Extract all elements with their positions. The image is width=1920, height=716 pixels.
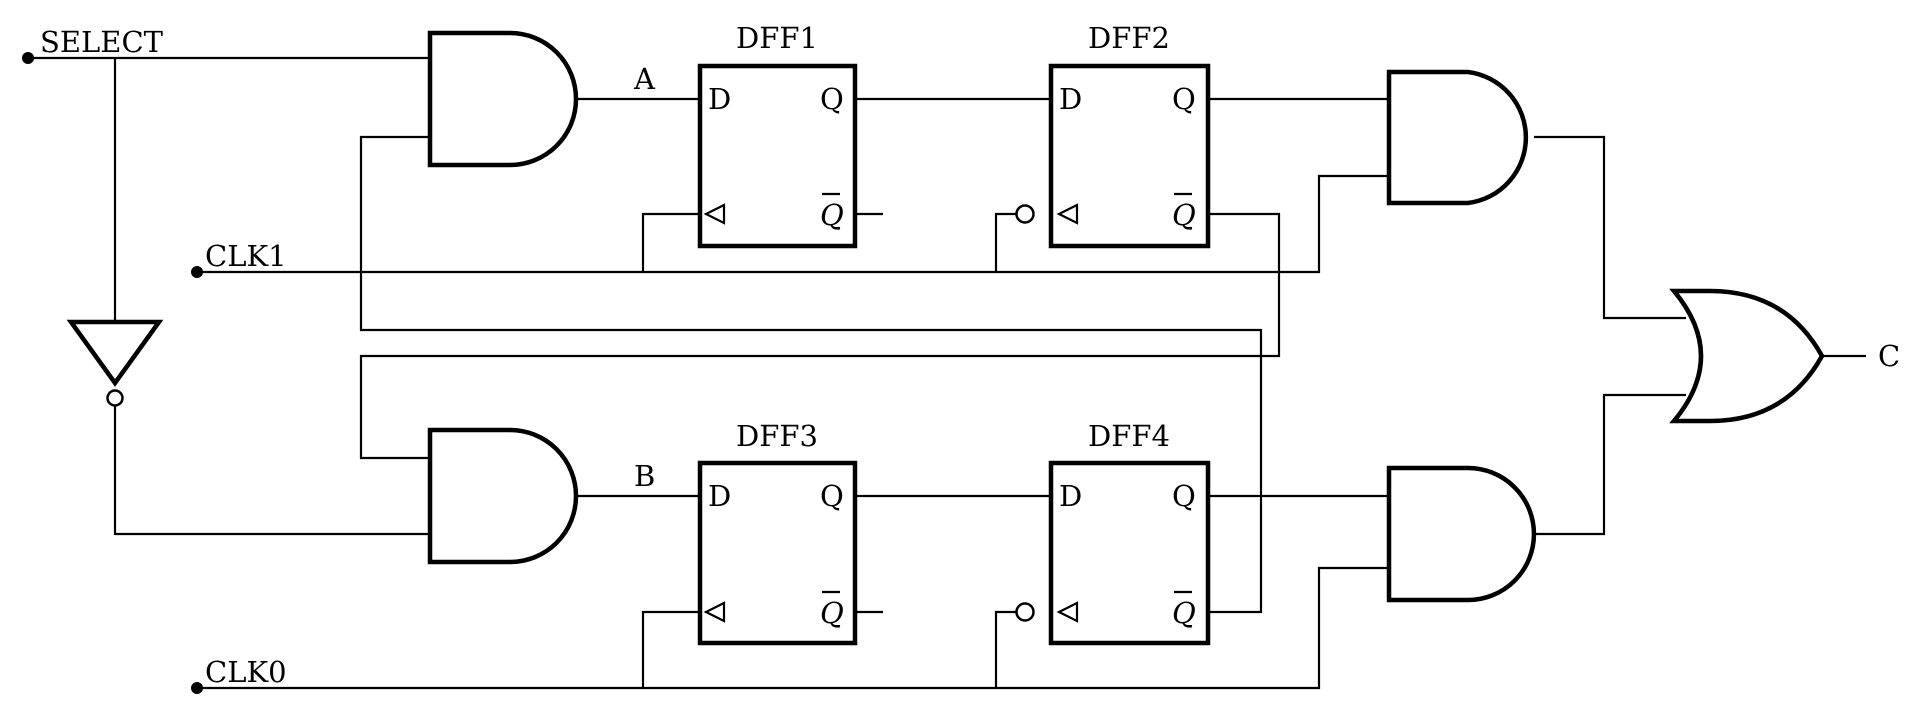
output-c-label: C: [1878, 339, 1900, 373]
wire-dff4-qbar-to-top-and: [359, 135, 1263, 614]
dff1: DFF1 D Q Q: [697, 21, 858, 249]
dff1-title: DFF1: [736, 21, 818, 55]
wire-clk0-to-dff4: [994, 610, 1016, 688]
and-gate-top-left: [427, 30, 579, 168]
dff1-clock-triangle-icon: [703, 203, 726, 225]
not-gate: [66, 319, 164, 407]
dff3-d-pin: D: [708, 479, 731, 513]
clk0-input-label: CLK0: [205, 655, 287, 689]
wire-clk1: [197, 174, 1389, 274]
dff2-qbar-pin: Q: [1172, 198, 1196, 232]
or-gate: [1669, 288, 1825, 424]
dff4-clock-bubble-icon: [1015, 602, 1035, 622]
dff4-q-pin: Q: [1172, 479, 1196, 513]
dff3-qbar-pin: Q: [820, 596, 844, 630]
dff3-q-pin: Q: [820, 479, 844, 513]
signal-a-label: A: [633, 62, 656, 96]
wire-clk0-to-dff3: [641, 610, 700, 688]
dff4-qbar-pin: Q: [1172, 596, 1196, 630]
wire-top-and-to-or: [1534, 135, 1686, 320]
wire-inverter-to-and: [113, 398, 430, 536]
dff2-q-pin: Q: [1172, 82, 1196, 116]
wire-dff2-qbar-to-bottom-and: [359, 212, 1281, 460]
dff2: DFF2 D Q Q: [1015, 21, 1211, 249]
dff3-title: DFF3: [736, 419, 818, 453]
dff3: DFF3 D Q Q: [697, 419, 858, 646]
dff4-title: DFF4: [1088, 419, 1170, 453]
dff2-d-pin: D: [1059, 82, 1082, 116]
dff4-clock-triangle-icon: [1056, 601, 1079, 623]
dff1-d-pin: D: [708, 82, 731, 116]
dff3-clock-triangle-icon: [703, 601, 726, 623]
dff1-body: [697, 63, 858, 249]
dff2-clock-bubble-icon: [1015, 204, 1035, 224]
select-input-label: SELECT: [40, 25, 164, 59]
clk1-input-label: CLK1: [205, 239, 287, 273]
dff4-d-pin: D: [1059, 479, 1082, 513]
dff4: DFF4 D Q Q: [1015, 419, 1211, 646]
wire-clk1-to-dff2: [994, 212, 1016, 272]
wires: [28, 56, 1866, 690]
wire-clk0: [197, 566, 1389, 690]
wire-bottom-and-to-or: [1534, 393, 1686, 536]
and-gate-bottom-left: [427, 427, 579, 565]
dff1-qbar-pin: Q: [820, 198, 844, 232]
dff2-title: DFF2: [1088, 21, 1170, 55]
signal-b-label: B: [634, 459, 655, 493]
inverter-bubble-icon: [106, 389, 124, 407]
dff2-clock-triangle-icon: [1056, 203, 1079, 225]
dff3-body: [697, 460, 858, 646]
and-gate-top-right: [1386, 69, 1529, 206]
wire-clk1-to-dff1: [641, 212, 700, 272]
dff1-q-pin: Q: [820, 82, 844, 116]
and-gate-bottom-right: [1386, 465, 1537, 603]
